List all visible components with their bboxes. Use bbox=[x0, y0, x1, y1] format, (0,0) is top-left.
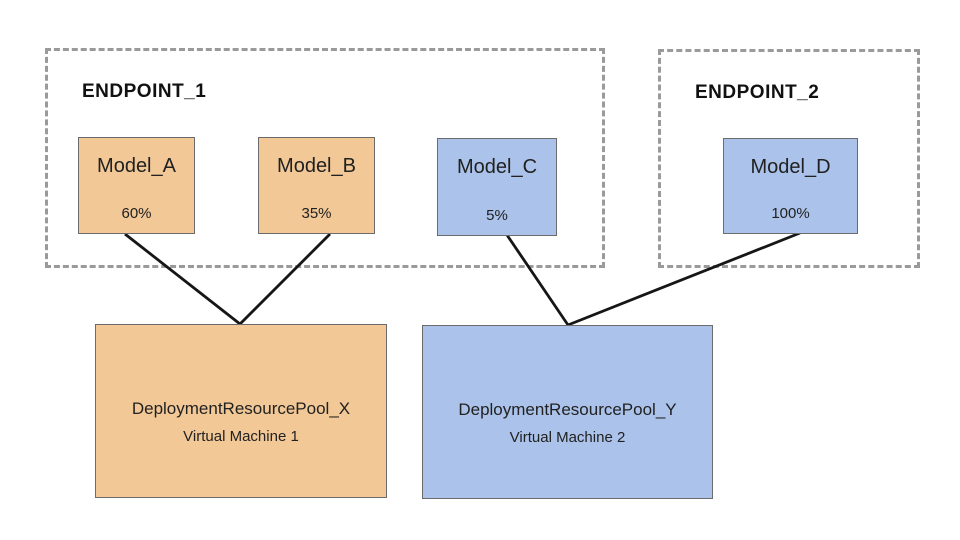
deployment-resource-pool-y-box: DeploymentResourcePool_Y Virtual Machine… bbox=[422, 325, 713, 499]
model-a-name: Model_A bbox=[97, 155, 176, 177]
model-b-name: Model_B bbox=[277, 155, 356, 177]
model-b-box: Model_B 35% bbox=[258, 137, 375, 234]
model-a-box: Model_A 60% bbox=[78, 137, 195, 234]
model-d-traffic-split: 100% bbox=[771, 205, 810, 222]
endpoint-2-label: ENDPOINT_2 bbox=[695, 82, 820, 103]
pool-x-text-block: DeploymentResourcePool_X Virtual Machine… bbox=[132, 399, 350, 445]
model-d-box: Model_D 100% bbox=[723, 138, 858, 234]
model-b-traffic-split: 35% bbox=[301, 205, 332, 222]
model-c-traffic-split: 5% bbox=[486, 207, 508, 224]
endpoint-1-label: ENDPOINT_1 bbox=[82, 81, 207, 102]
model-a-traffic-split: 60% bbox=[121, 205, 152, 222]
model-d-name: Model_D bbox=[750, 156, 831, 178]
model-c-box: Model_C 5% bbox=[437, 138, 557, 236]
model-c-name: Model_C bbox=[456, 156, 538, 178]
pool-x-name: DeploymentResourcePool_X bbox=[131, 399, 351, 418]
deployment-resource-pool-x-box: DeploymentResourcePool_X Virtual Machine… bbox=[95, 324, 387, 498]
pool-y-text-block: DeploymentResourcePool_Y Virtual Machine… bbox=[458, 400, 676, 446]
pool-x-machine: Virtual Machine 1 bbox=[183, 428, 299, 445]
pool-y-name: DeploymentResourcePool_Y bbox=[458, 400, 677, 419]
pool-y-machine: Virtual Machine 2 bbox=[509, 429, 626, 446]
